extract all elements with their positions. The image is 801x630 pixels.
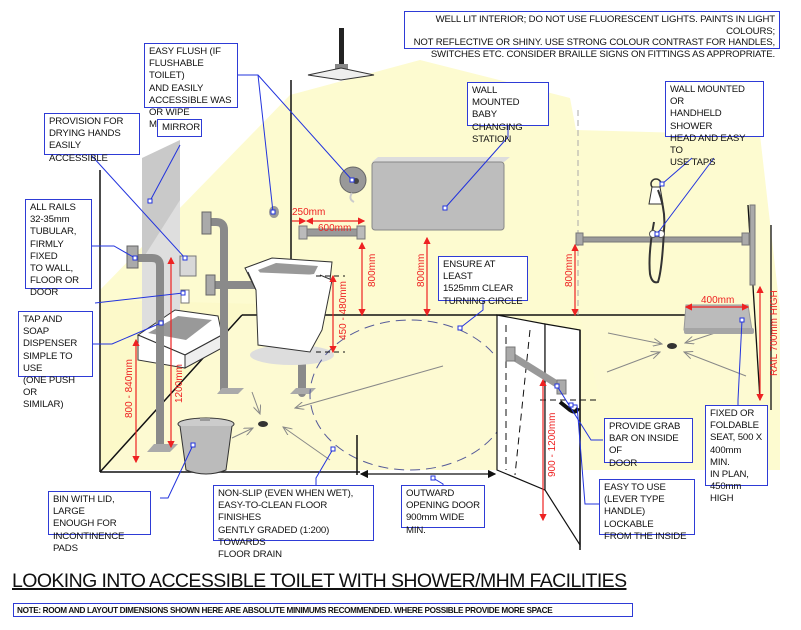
callout-rails: ALL RAILS 32-35mm TUBULAR, FIRMLY FIXED … (25, 199, 92, 298)
callout-seat: FIXED OR FOLDABLE SEAT, 500 X 400mm MIN.… (705, 405, 768, 504)
soap-dispenser-icon (180, 289, 190, 304)
dimensions-note: NOTE: ROOM AND LAYOUT DIMENSIONS SHOWN H… (13, 603, 633, 617)
hand-dryer-icon (179, 255, 197, 277)
dim-rail-offset: 250mm (292, 207, 325, 218)
callout-turning-circle: ENSURE AT LEAST 1525mm CLEAR TURNING CIR… (438, 256, 528, 307)
ceiling-lamp-icon (307, 28, 375, 81)
dim-seat-width: 400mm (701, 295, 734, 306)
callout-door: OUTWARD OPENING DOOR 900mm WIDE MIN. (401, 485, 485, 536)
baby-changing-station (371, 157, 510, 231)
dim-rail-length: 600mm (318, 223, 351, 234)
callout-baby-changing: WALL MOUNTED BABY CHANGING STATION (467, 82, 549, 145)
callout-mirror: MIRROR (157, 119, 202, 137)
dim-rail-height-toilet: 800mm (367, 254, 378, 287)
callout-tap-soap: TAP AND SOAP DISPENSER SIMPLE TO USE (ON… (18, 311, 93, 410)
floor-drain-icon (258, 421, 268, 427)
dim-toilet-seat-height: 450 - 480mm (338, 281, 349, 340)
dim-rail-700: RAIL 700mm HIGH (769, 290, 780, 376)
callout-bin: BIN WITH LID, LARGE ENOUGH FOR INCONTINE… (48, 491, 151, 554)
callout-lock-handle: EASY TO USE (LEVER TYPE HANDLE) LOCKABLE… (599, 479, 695, 542)
callout-easy-flush: EASY FLUSH (IF FLUSHABLE TOILET) AND EAS… (144, 43, 238, 130)
diagram-title: LOOKING INTO ACCESSIBLE TOILET WITH SHOW… (12, 570, 627, 592)
callout-drying-hands: PROVISION FOR DRYING HANDS EASILY ACCESS… (44, 113, 140, 164)
floor-drain-icon (667, 343, 677, 349)
callout-shower-head: WALL MOUNTED OR HANDHELD SHOWER HEAD AND… (665, 81, 764, 168)
callout-floor: NON-SLIP (EVEN WHEN WET), EASY-TO-CLEAN … (213, 485, 374, 560)
dim-vertical-rail-height: 1200mm (174, 364, 185, 403)
toilet-side-rail (298, 225, 366, 240)
bin (177, 417, 235, 475)
dim-door-handle-height: 900 - 1200mm (547, 413, 558, 477)
dim-basin-height: 800 - 840mm (124, 359, 135, 418)
callout-lighting: WELL LIT INTERIOR; DO NOT USE FLUORESCEN… (404, 11, 780, 60)
callout-grab-bar-door: PROVIDE GRAB BAR ON INSIDE OF DOOR (604, 418, 693, 469)
dim-baby-station-height: 800mm (416, 254, 427, 287)
dim-shower-rail-height: 800mm (564, 254, 575, 287)
toilet (244, 257, 334, 365)
